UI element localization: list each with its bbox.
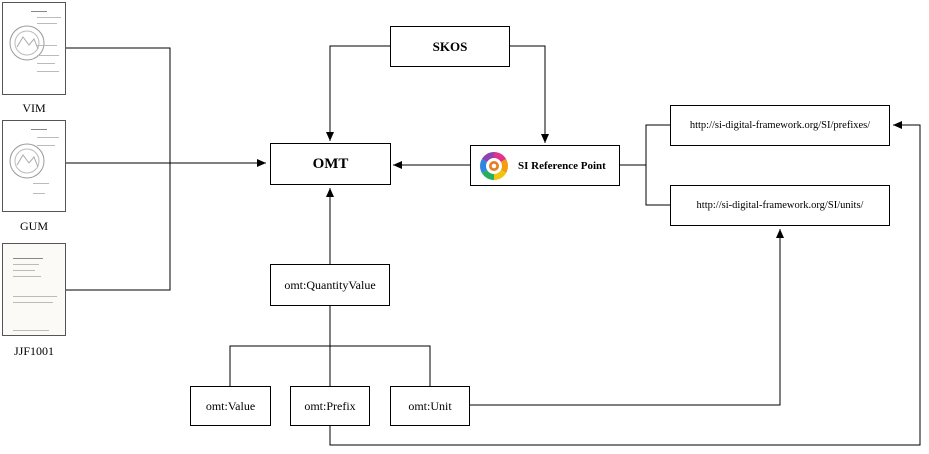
circular-seal-icon	[9, 25, 45, 61]
prefix-node: omt:Prefix	[290, 386, 370, 426]
si-reference-point-label: SI Reference Point	[518, 159, 606, 172]
value-node: omt:Value	[190, 386, 271, 426]
quantityvalue-tree-connector	[229, 306, 431, 386]
si-reference-point-node: SI Reference Point	[470, 145, 620, 186]
unit-node: omt:Unit	[390, 386, 470, 426]
unit-to-units-url-connector	[470, 229, 784, 406]
jjf1001-document-thumbnail	[2, 243, 66, 336]
skos-to-omt-connector	[326, 45, 390, 141]
vim-label: VIM	[22, 101, 46, 115]
si-to-urls-connector	[620, 124, 670, 206]
jjf1001-to-omt-connector	[66, 163, 171, 291]
jjf1001-label: JJF1001	[13, 344, 54, 358]
prefix-to-prefixes-url-connector	[329, 121, 921, 446]
units-url-node[interactable]: http://si-digital-framework.org/SI/units…	[670, 185, 890, 226]
vim-to-omt-connector	[66, 47, 266, 167]
prefixes-url-node[interactable]: http://si-digital-framework.org/SI/prefi…	[670, 105, 890, 146]
quantityvalue-node: omt:QuantityValue	[270, 264, 390, 306]
gum-label: GUM	[19, 219, 48, 233]
circular-seal-icon	[9, 143, 45, 179]
omt-node: OMT	[270, 143, 391, 185]
skos-node: SKOS	[390, 26, 510, 67]
gum-document-thumbnail	[2, 120, 66, 212]
skos-to-si-connector	[510, 45, 549, 143]
vim-document-thumbnail	[2, 2, 66, 95]
si-logo-icon	[480, 151, 508, 180]
